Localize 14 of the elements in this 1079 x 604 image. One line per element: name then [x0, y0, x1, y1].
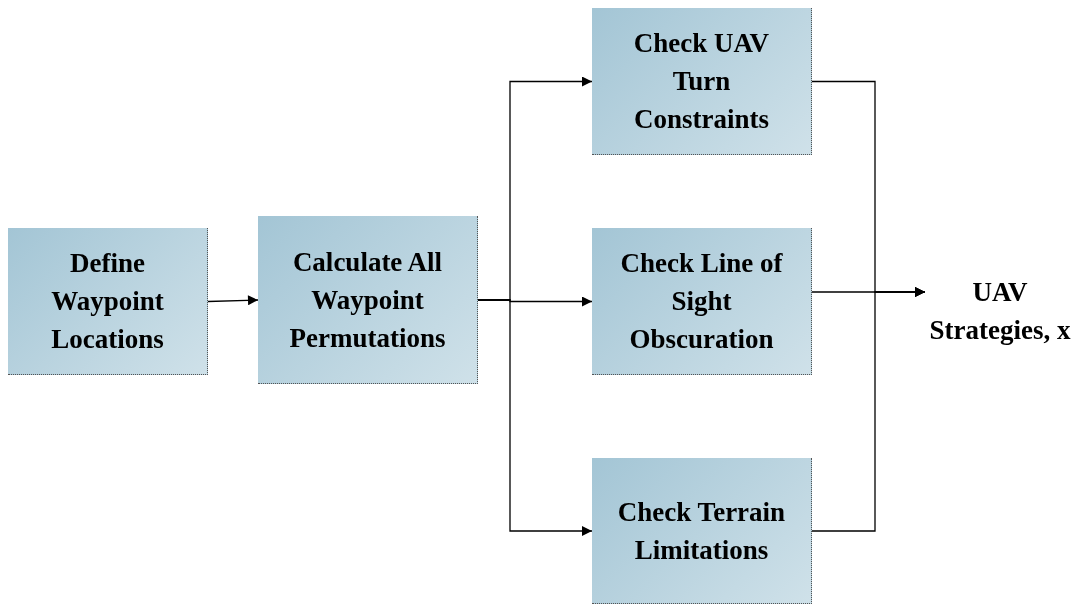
output-label: UAV Strategies, x: [928, 276, 1072, 347]
process-box: [258, 216, 478, 384]
process-box: [8, 228, 208, 375]
box-label: Define Waypoint Locations: [50, 247, 165, 356]
process-box: [592, 8, 812, 155]
box-label: Check Terrain Limitations: [616, 495, 787, 567]
process-box: [592, 228, 812, 375]
box-label: Check Line of Sight Obscuration: [619, 247, 784, 356]
box-label: Calculate All Waypoint Permutations: [288, 245, 447, 355]
box-label: Check UAV Turn Constraints: [632, 27, 771, 136]
connector-arrow: [207, 295, 259, 306]
process-box: [592, 458, 812, 604]
connector-arrow: [811, 287, 926, 532]
connector-arrow: [477, 299, 593, 536]
